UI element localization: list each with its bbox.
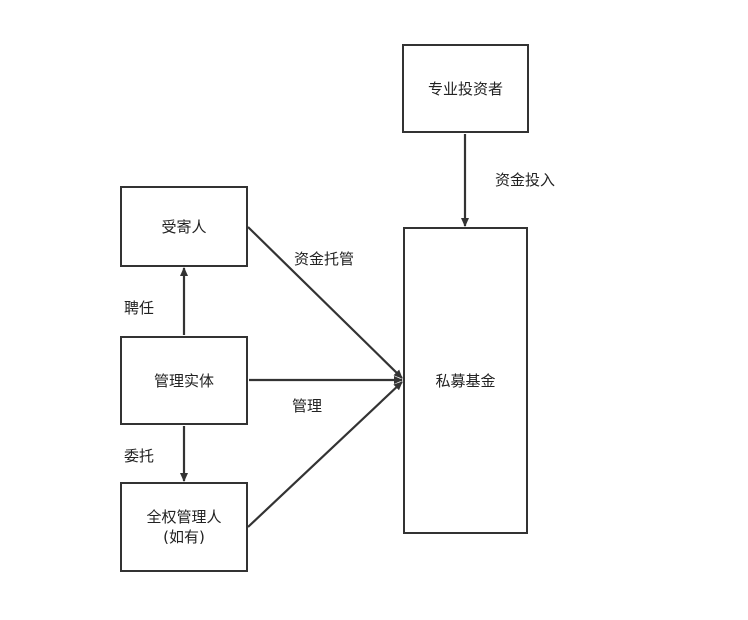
edge-label-custody: 资金托管 xyxy=(294,250,355,268)
node-professional-investor: 专业投资者 xyxy=(402,44,529,133)
node-label-line2: (如有) xyxy=(163,528,205,546)
node-label-line1: 全权管理人 xyxy=(146,508,222,526)
edge-trustee-to-fund xyxy=(247,226,403,379)
edge-label-appoint: 聘任 xyxy=(124,299,155,317)
node-management-entity: 管理实体 xyxy=(120,336,248,425)
node-label: 管理实体 xyxy=(153,371,214,390)
edge-manager-to-fund xyxy=(247,381,403,528)
edge-label-manage: 管理 xyxy=(292,397,323,415)
edge-label-delegate: 委托 xyxy=(124,447,155,465)
node-private-fund: 私募基金 xyxy=(403,227,528,534)
node-label: 受寄人 xyxy=(161,217,207,236)
node-discretionary-manager: 全权管理人 (如有) xyxy=(120,482,248,572)
node-label: 专业投资者 xyxy=(427,79,503,98)
node-label: 私募基金 xyxy=(435,371,496,390)
edge-label-capital: 资金投入 xyxy=(495,171,556,189)
node-trustee: 受寄人 xyxy=(120,186,248,267)
